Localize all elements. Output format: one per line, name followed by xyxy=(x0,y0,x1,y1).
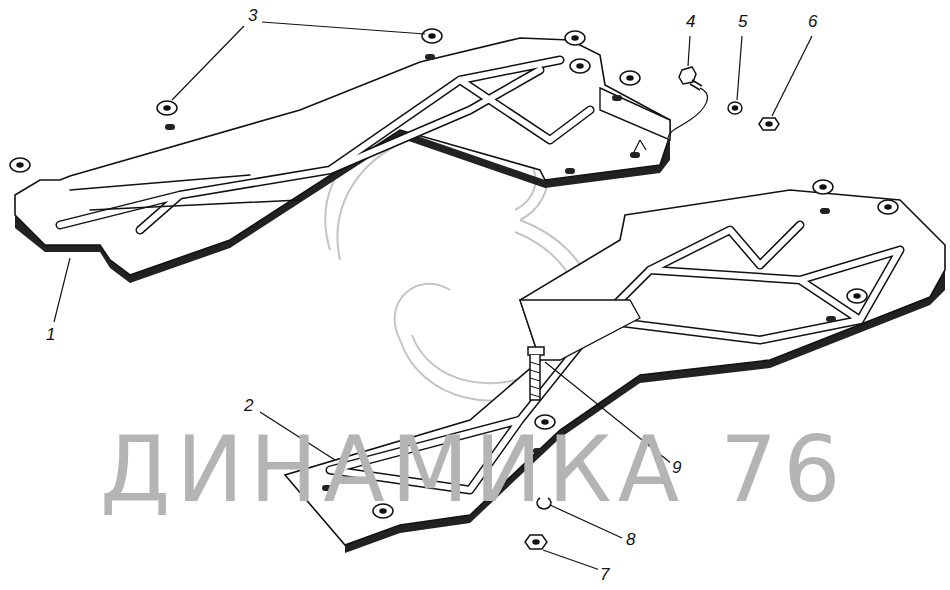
washers xyxy=(10,29,898,549)
callout-number: 2 xyxy=(242,396,255,415)
fasteners xyxy=(528,67,707,400)
watermark-text: ДИНАМИКА 76 xyxy=(100,425,846,515)
callout-number: 3 xyxy=(246,6,259,25)
callout-number: 5 xyxy=(736,12,749,31)
callout-number: 8 xyxy=(624,530,637,549)
callout-number: 4 xyxy=(684,12,697,31)
callout-number: 6 xyxy=(806,12,819,31)
callout-number: 1 xyxy=(44,325,57,344)
callout-number: 7 xyxy=(598,565,611,584)
upper-plate xyxy=(15,38,670,283)
